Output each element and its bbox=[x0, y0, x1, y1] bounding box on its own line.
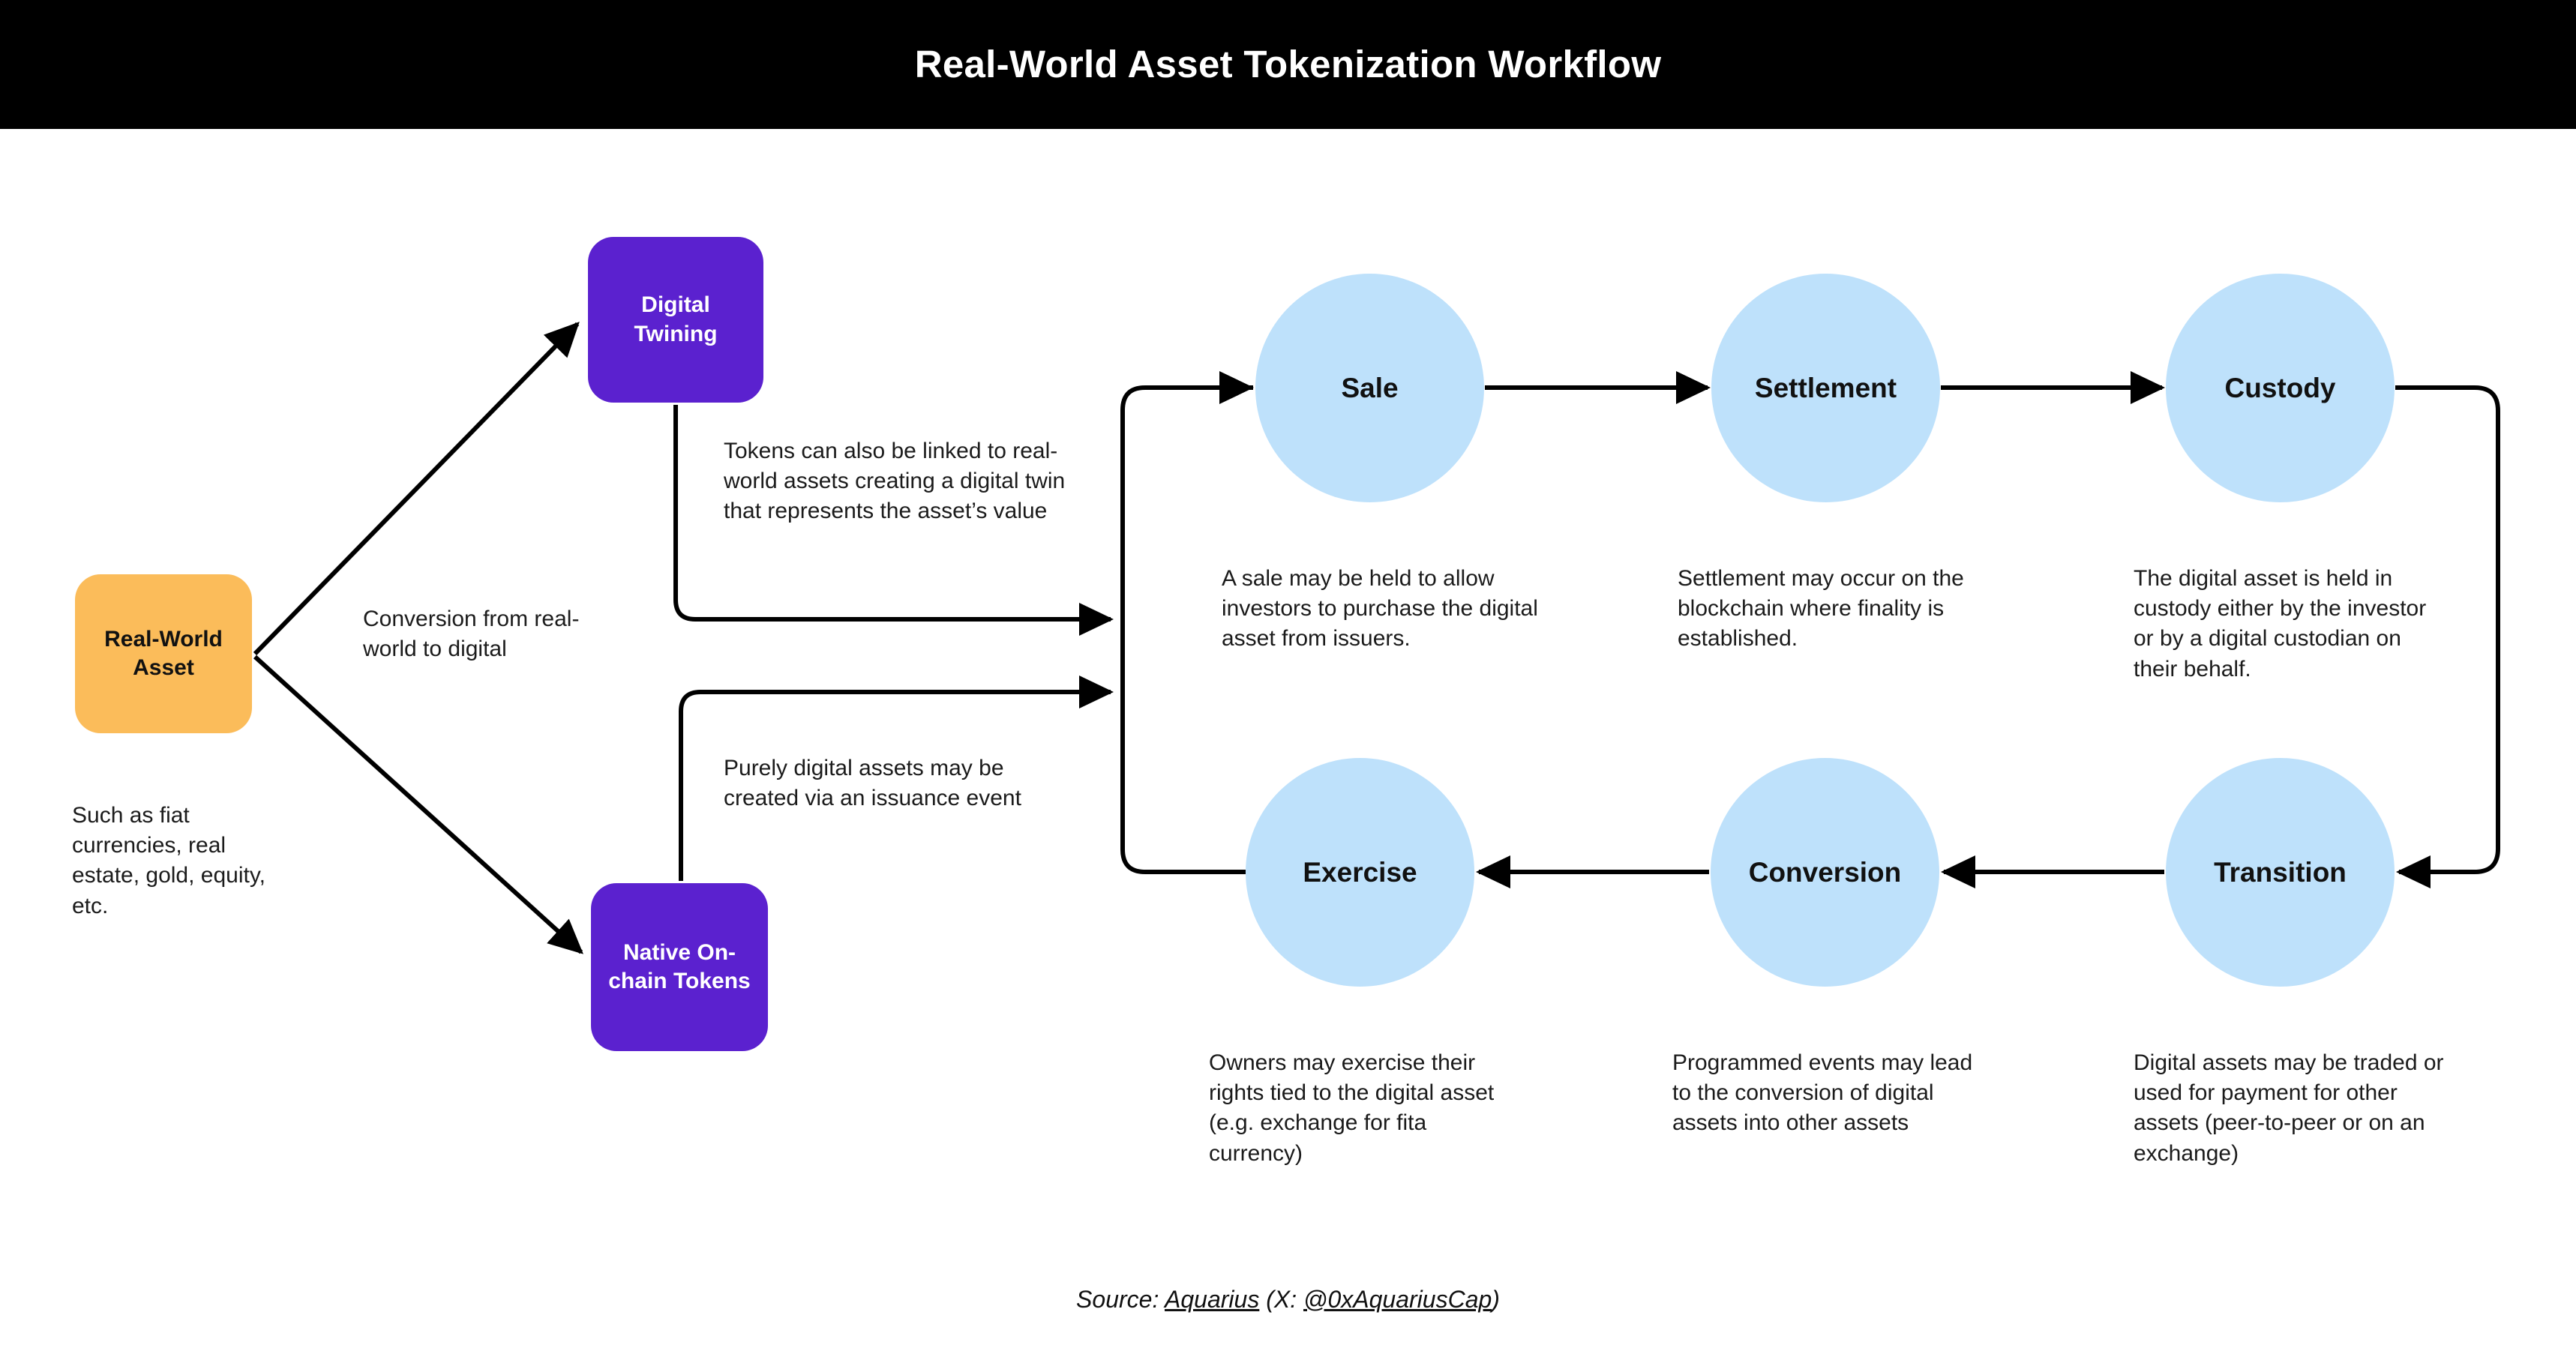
caption-native-onchain-tokens: Purely digital assets may be created via… bbox=[724, 756, 1021, 811]
source-link-x-handle[interactable]: @0xAquariusCap bbox=[1303, 1286, 1492, 1313]
source-suffix: ) bbox=[1492, 1286, 1500, 1313]
node-conversion[interactable]: Conversion bbox=[1711, 758, 1939, 987]
caption-sale: A sale may be held to allow investors to… bbox=[1222, 566, 1538, 652]
node-settlement-label: Settlement bbox=[1754, 372, 1897, 403]
caption-exercise: Owners may exercise their rights tied to… bbox=[1209, 1050, 1495, 1166]
caption-transition: Digital assets may be traded or used for… bbox=[2134, 1050, 2444, 1166]
caption-digital-twining: Tokens can also be linked to real-world … bbox=[724, 439, 1066, 524]
node-digital-twining[interactable]: Digital Twining bbox=[588, 237, 763, 403]
source-link-aquarius[interactable]: Aquarius bbox=[1165, 1286, 1260, 1313]
node-exercise[interactable]: Exercise bbox=[1246, 758, 1474, 987]
node-exercise-label: Exercise bbox=[1303, 856, 1417, 888]
node-sale[interactable]: Sale bbox=[1255, 274, 1484, 502]
source-middle: (X: bbox=[1259, 1286, 1303, 1313]
node-native-onchain-tokens-label: Native On- chain Tokens bbox=[608, 939, 751, 993]
caption-conversion: Programmed events may lead to the conver… bbox=[1672, 1050, 1973, 1136]
node-native-onchain-tokens[interactable]: Native On- chain Tokens bbox=[591, 883, 768, 1051]
title-bar bbox=[0, 0, 2576, 129]
edge-label-conversion-from-real-world-to-digital: Conversion from real-world to digital bbox=[363, 607, 580, 662]
node-digital-twining-label: Digital Twining bbox=[634, 292, 718, 346]
caption-real-world-asset: Such as fiat currencies, real estate, go… bbox=[72, 803, 265, 918]
node-conversion-label: Conversion bbox=[1748, 856, 1902, 888]
caption-custody: The digital asset is held in custody eit… bbox=[2134, 566, 2427, 681]
node-custody-label: Custody bbox=[2224, 372, 2336, 403]
node-settlement[interactable]: Settlement bbox=[1711, 274, 1940, 502]
node-real-world-asset[interactable]: Real-World Asset bbox=[75, 574, 252, 733]
source-prefix: Source: bbox=[1076, 1286, 1165, 1313]
node-transition-label: Transition bbox=[2214, 856, 2347, 888]
page-title: Real-World Asset Tokenization Workflow bbox=[914, 43, 1662, 85]
node-sale-label: Sale bbox=[1341, 372, 1399, 403]
caption-settlement: Settlement may occur on the blockchain w… bbox=[1678, 566, 1964, 652]
edge-rwa-to-native-tokens bbox=[253, 655, 583, 954]
node-custody[interactable]: Custody bbox=[2166, 274, 2395, 502]
node-transition[interactable]: Transition bbox=[2166, 758, 2395, 987]
node-real-world-asset-label: Real-World Asset bbox=[104, 626, 223, 680]
source-attribution: Source: Aquarius (X: @0xAquariusCap) bbox=[0, 1286, 2576, 1314]
